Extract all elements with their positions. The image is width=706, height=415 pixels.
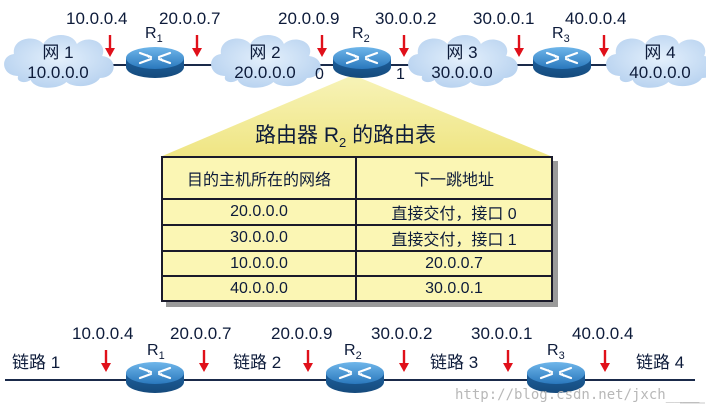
bottom-address-4: 30.0.0.2 [371,324,433,343]
router-r2-top-icon [331,45,393,80]
routing-table: 目的主机所在的网络 下一跳地址 20.0.0.0 直接交付，接口 0 30.0.… [161,156,553,302]
router-r1-top-label: R1 [145,25,163,46]
cloud-net2: 网 2 20.0.0.0 [215,43,315,83]
router-r3-top-icon [531,45,593,80]
cloud-net3-address: 30.0.0.0 [431,63,493,82]
row-next-hop: 直接交付，接口 0 [355,198,553,226]
bottom-address-1: 10.0.0.4 [72,324,134,343]
table-row: 20.0.0.0 直接交付，接口 0 [161,198,553,226]
arrow-bottom-5 [501,348,515,374]
arrow-bottom-6 [598,348,612,374]
cloud-net1-address: 10.0.0.0 [27,63,89,82]
table-row: 40.0.0.0 30.0.0.1 [161,275,553,302]
arrow-top-5 [512,33,526,59]
r2-port-1: 1 [396,66,405,83]
header-destination-network: 目的主机所在的网络 [161,156,357,200]
cloud-net2-name: 网 2 [249,43,281,62]
cloud-net4-name: 网 4 [644,43,676,62]
arrow-top-3 [315,33,329,59]
top-address-5: 30.0.0.1 [473,9,535,28]
bottom-address-2: 20.0.0.7 [170,324,232,343]
bottom-address-3: 20.0.0.9 [271,324,333,343]
row-next-hop: 20.0.0.7 [355,250,553,277]
top-address-3: 20.0.0.9 [278,9,340,28]
watermark-text: http://blog.csdn.net/jxch____ [455,387,700,403]
link-1-label: 链路 1 [12,353,61,372]
top-address-2: 20.0.0.7 [159,9,221,28]
cloud-net3-name: 网 3 [446,43,478,62]
cloud-net4-address: 40.0.0.0 [629,63,691,82]
row-next-hop: 直接交付，接口 1 [355,224,553,252]
row-destination: 30.0.0.0 [161,224,357,252]
link-3-label: 链路 3 [430,353,479,372]
arrow-top-4 [397,33,411,59]
cloud-net4: 网 4 40.0.0.0 [610,43,706,83]
arrow-bottom-1 [99,348,113,374]
link-4-label: 链路 4 [636,353,685,372]
router-r1-bottom-icon [124,360,186,395]
cloud-net1: 网 1 10.0.0.0 [8,43,108,83]
row-destination: 10.0.0.0 [161,250,357,277]
arrow-bottom-2 [197,348,211,374]
router-r3-bottom-label: R3 [547,342,565,363]
routing-table-header: 目的主机所在的网络 下一跳地址 [161,156,553,200]
table-row: 30.0.0.0 直接交付，接口 1 [161,224,553,252]
table-row: 10.0.0.0 20.0.0.7 [161,250,553,277]
cloud-net3: 网 3 30.0.0.0 [412,43,512,83]
cloud-net2-address: 20.0.0.0 [234,63,296,82]
cloud-net1-name: 网 1 [42,43,74,62]
arrow-top-6 [597,33,611,59]
header-next-hop: 下一跳地址 [355,156,553,200]
arrow-top-2 [190,33,204,59]
top-address-6: 40.0.0.4 [565,9,627,28]
row-next-hop: 30.0.0.1 [355,275,553,302]
router-r1-bottom-label: R1 [147,342,165,363]
table-callout-funnel [160,75,553,157]
router-r1-top-icon [124,45,186,80]
top-address-4: 30.0.0.2 [375,9,437,28]
routing-table-title: 路由器 R2 的路由表 [255,124,437,151]
row-destination: 40.0.0.0 [161,275,357,302]
arrow-bottom-4 [397,348,411,374]
row-destination: 20.0.0.0 [161,198,357,226]
router-r2-bottom-label: R2 [344,342,362,363]
link-2-label: 链路 2 [233,353,282,372]
router-r3-top-label: R3 [552,25,570,46]
bottom-address-6: 40.0.0.4 [572,324,634,343]
router-r2-bottom-icon [324,360,386,395]
r2-port-0: 0 [315,66,324,83]
router-r2-top-label: R2 [352,25,370,46]
top-address-1: 10.0.0.4 [66,9,128,28]
arrow-bottom-3 [301,348,315,374]
bottom-address-5: 30.0.0.1 [471,324,533,343]
